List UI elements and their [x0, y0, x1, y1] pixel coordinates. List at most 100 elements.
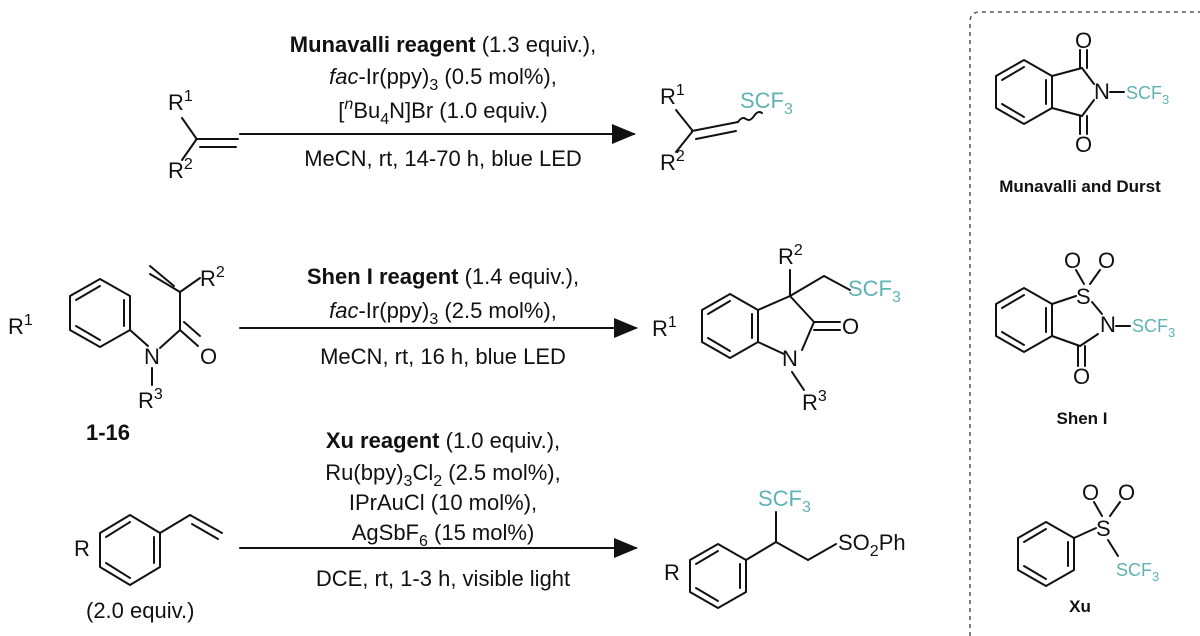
- r2-substrate-o: O: [200, 344, 217, 369]
- shen-bond: [1051, 295, 1077, 305]
- shen-o-3: O: [1073, 364, 1090, 389]
- r3-product-benzene-ring: [689, 543, 747, 609]
- r3-product-bond: [775, 541, 809, 561]
- reagents-panel: O O N SCF3 Munavalli and Durst S O O N S…: [969, 11, 1200, 636]
- xu-bond: [1109, 501, 1121, 517]
- r1-substrate-r1: R1: [168, 88, 193, 115]
- r3-substrate-bond: [189, 514, 223, 534]
- r1-product-r1: R1: [660, 82, 685, 109]
- xu-bond: [1093, 501, 1103, 517]
- r2-product-ring-bond: [707, 300, 731, 315]
- r3-product-scf3: SCF3: [758, 486, 811, 516]
- r2-substrate-r3: R3: [138, 386, 163, 413]
- r3-substrate-equiv: (2.0 equiv.): [86, 598, 194, 623]
- r2-cond-line2: fac-Ir(ppy)3 (2.5 mol%),: [329, 298, 557, 328]
- shen-scf3: SCF3: [1132, 316, 1175, 340]
- r2-substrate-ring-bond: [75, 285, 101, 301]
- r1-product-scf3: SCF3: [740, 88, 793, 118]
- reagent-shen-label: Shen I: [1056, 409, 1107, 428]
- munavalli-bond: [1081, 99, 1095, 117]
- r3-conditions: Xu reagent (1.0 equiv.), Ru(bpy)3Cl2 (2.…: [316, 428, 570, 591]
- r3-cond-line1: Xu reagent (1.0 equiv.),: [326, 428, 560, 453]
- xu-bond: [1107, 539, 1119, 557]
- r2-product-bond: [757, 341, 785, 355]
- shen-bond: [1089, 269, 1101, 285]
- r2-product-bond: [791, 371, 805, 391]
- r1-product: R1 R2 SCF3: [660, 82, 793, 175]
- r1-cond-line1: Munavalli reagent (1.3 equiv.),: [290, 32, 597, 57]
- shen-s: S: [1076, 284, 1091, 309]
- munavalli-ring-bond: [1001, 103, 1025, 118]
- r3-cond-line4: AgSbF6 (15 mol%): [352, 520, 535, 550]
- r1-cond-line3: [nBu4N]Br (1.0 equiv.): [338, 96, 547, 128]
- r2-product-r3: R3: [802, 388, 827, 415]
- reagent-munavalli-label: Munavalli and Durst: [999, 177, 1161, 196]
- r2-substrate: R1 N R3 O R2 1-16: [8, 264, 225, 445]
- r2-substrate-bond: [179, 329, 199, 347]
- r2-substrate-bond: [129, 329, 149, 347]
- r1-product-wavy-bond: [737, 111, 763, 123]
- xu-o-1: O: [1082, 480, 1099, 505]
- reaction-2: R1 N R3 O R2 1-16 Shen I reagent (1.4 eq…: [8, 242, 901, 445]
- shen-n: N: [1100, 312, 1116, 337]
- shen-o-1: O: [1064, 248, 1081, 273]
- r1-conditions: Munavalli reagent (1.3 equiv.), fac-Ir(p…: [290, 32, 597, 171]
- r3-product-bond: [807, 543, 837, 561]
- r3-substrate-r: R: [74, 536, 90, 561]
- r2-substrate-benzene-ring: [69, 278, 131, 348]
- r1-cond-line4: MeCN, rt, 14-70 h, blue LED: [304, 146, 582, 171]
- r3-substrate-ring-bond: [105, 521, 131, 538]
- reagent-xu: S O O SCF3 Xu: [1017, 480, 1159, 616]
- shen-bond: [1075, 269, 1085, 285]
- r1-substrate-alkene: R1 R2: [168, 88, 239, 183]
- reagent-xu-label: Xu: [1069, 597, 1091, 616]
- shen-bond: [1051, 335, 1081, 347]
- munavalli-scf3: SCF3: [1126, 83, 1169, 107]
- xu-benzene-ring: [1017, 521, 1075, 587]
- shen-ring-bond: [1001, 331, 1025, 346]
- r2-substrate-bond: [179, 277, 201, 293]
- shen-ring-bond: [1001, 294, 1025, 309]
- r2-product-bond: [823, 275, 851, 291]
- r2-product-n: N: [782, 346, 798, 371]
- munavalli-o-top: O: [1075, 28, 1092, 53]
- r3-cond-line5: DCE, rt, 1-3 h, visible light: [316, 566, 570, 591]
- r2-substrate-r1: R1: [8, 312, 33, 339]
- r1-product-bond: [695, 130, 737, 140]
- r2-product-benzene-ring: [701, 293, 759, 359]
- r2-product-o: O: [842, 314, 859, 339]
- r2-substrate-bond: [183, 321, 201, 337]
- r3-product-ring-bond: [695, 550, 719, 565]
- r2-cond-line3: MeCN, rt, 16 h, blue LED: [320, 344, 566, 369]
- r2-substrate-bond: [149, 265, 175, 287]
- r1-cond-line2: fac-Ir(ppy)3 (0.5 mol%),: [329, 64, 557, 94]
- r2-substrate-ring-bond: [75, 325, 101, 341]
- r3-product: R SCF3 SO2Ph: [664, 486, 906, 609]
- r2-cond-line1: Shen I reagent (1.4 equiv.),: [307, 264, 579, 289]
- r2-product-bond: [789, 275, 825, 297]
- xu-ring-bond: [1023, 565, 1047, 580]
- reagent-munavalli: O O N SCF3 Munavalli and Durst: [995, 28, 1169, 196]
- r2-substrate-r2: R2: [200, 264, 225, 291]
- r2-product-scf3: SCF3: [848, 276, 901, 306]
- munavalli-o-bottom: O: [1075, 132, 1092, 157]
- r3-cond-line3: IPrAuCl (10 mol%),: [349, 490, 537, 515]
- r1-product-r2: R2: [660, 148, 685, 175]
- reagent-shen: S O O N SCF3 O Shen I: [995, 248, 1175, 428]
- reaction-1: R1 R2 Munavalli reagent (1.3 equiv.), fa…: [168, 32, 793, 183]
- r2-substrate-n: N: [144, 344, 160, 369]
- r1-product-bond: [691, 121, 739, 132]
- r2-product-r1: R1: [652, 314, 677, 341]
- r2-product-bond: [789, 295, 815, 323]
- r2-substrate-label: 1-16: [86, 420, 130, 445]
- munavalli-bond: [1051, 67, 1083, 77]
- r3-product-ring-bond: [695, 587, 719, 602]
- r2-product-bond: [757, 295, 791, 311]
- r3-substrate-ring-bond: [105, 562, 131, 579]
- r1-bond: [181, 117, 197, 139]
- munavalli-bond: [1081, 67, 1095, 85]
- r3-product-bond: [745, 541, 777, 561]
- xu-ring-bond: [1023, 528, 1047, 543]
- r3-cond-line2: Ru(bpy)3Cl2 (2.5 mol%),: [325, 460, 560, 490]
